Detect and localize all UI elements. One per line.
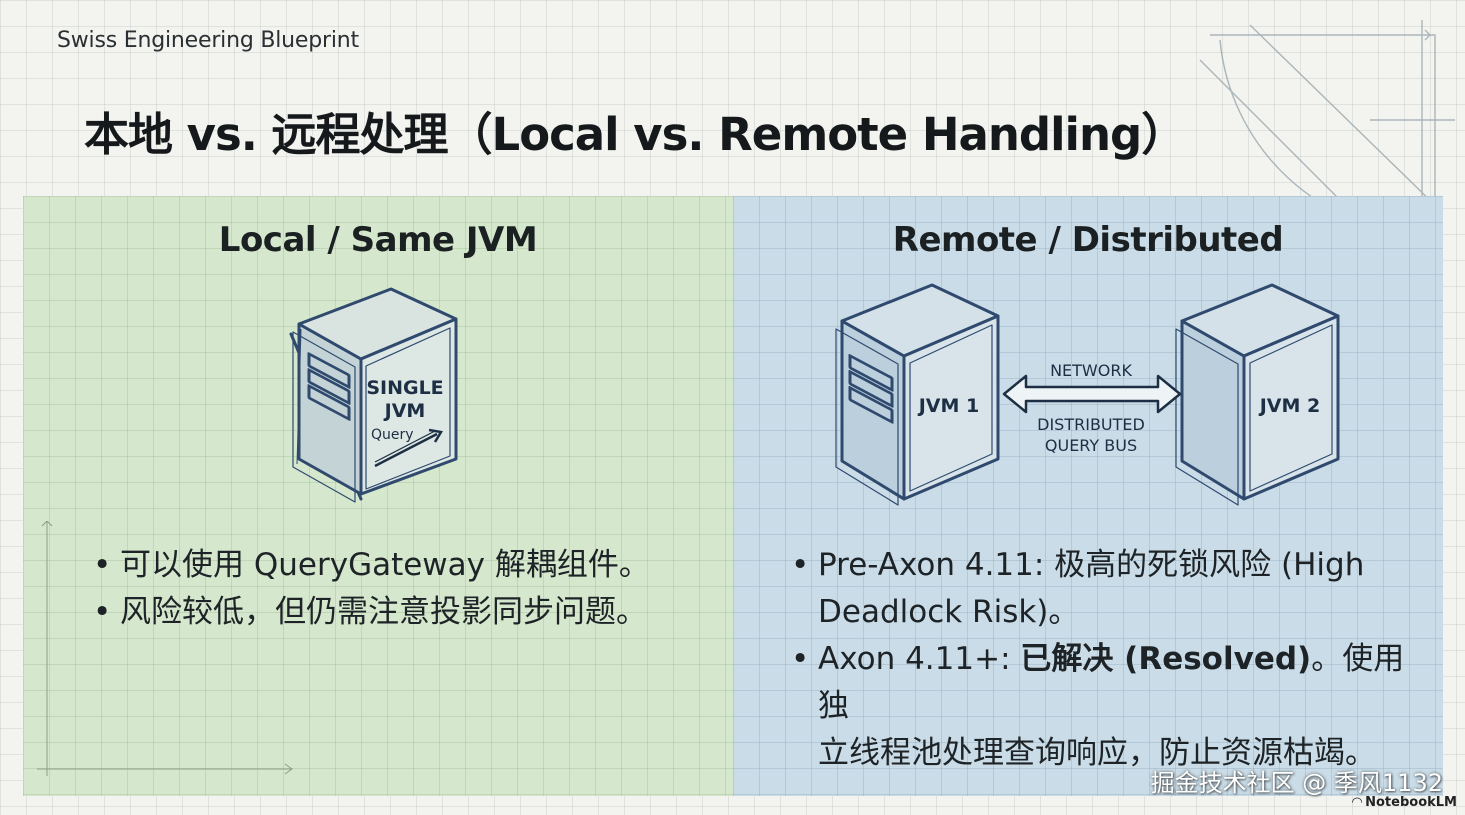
remote-bullet-list: Pre-Axon 4.11: 极高的死锁风险 (High Deadlock Ri… <box>791 542 1431 777</box>
resolved-emphasis: 已解决 (Resolved) <box>1020 641 1312 677</box>
network-label: NETWORK <box>1050 361 1132 380</box>
corner-mark <box>37 521 293 776</box>
notebooklm-icon: ◠ <box>1352 795 1363 810</box>
single-jvm-label-line1: SINGLE <box>366 377 443 399</box>
list-item: Axon 4.11+: 已解决 (Resolved)。使用独 立线程池处理查询响… <box>791 636 1431 777</box>
local-panel-heading: Local / Same JVM <box>218 220 538 260</box>
list-item: Pre-Axon 4.11: 极高的死锁风险 (High Deadlock Ri… <box>791 542 1431 636</box>
distributed-label: DISTRIBUTED <box>1037 415 1145 434</box>
notebooklm-badge: ◠ NotebookLM <box>1352 795 1457 810</box>
page-title: 本地 vs. 远程处理（Local vs. Remote Handling） <box>84 108 1186 161</box>
remote-bullet2-prefix: Axon 4.11+: <box>818 641 1021 677</box>
query-bus-label: QUERY BUS <box>1045 436 1137 455</box>
query-arrow-label: Query <box>371 427 414 443</box>
query-arrow-icon <box>374 428 444 468</box>
remote-panel-heading: Remote / Distributed <box>892 220 1284 260</box>
remote-bullet2-rest: 。使用独 <box>818 641 1405 724</box>
remote-bullet1-line1: Pre-Axon 4.11: 极高的死锁风险 (High <box>818 547 1365 583</box>
list-item: 可以使用 QueryGateway 解耦组件。 <box>93 542 650 589</box>
list-item: 风险较低，但仍需注意投影同步问题。 <box>93 589 650 636</box>
single-jvm-label-line2: JVM <box>383 400 426 422</box>
remote-bullet1-line2: Deadlock Risk)。 <box>818 594 1080 630</box>
distributed-servers-illustration: JVM 1 JVM 2 NETWORK DISTRIBUTED QUERY BU… <box>835 283 1340 506</box>
double-arrow-icon <box>1002 374 1182 414</box>
local-panel: Local / Same JVM SINGLE JVM Query 可以使用 Q… <box>23 196 733 796</box>
local-bullet-list: 可以使用 QueryGateway 解耦组件。 风险较低，但仍需注意投影同步问题… <box>93 542 650 636</box>
remote-bullet2-line2: 立线程池处理查询响应，防止资源枯竭。 <box>818 735 1376 771</box>
notebooklm-label: NotebookLM <box>1365 795 1457 810</box>
server2-label: JVM 2 <box>1258 395 1321 417</box>
watermark: 掘金技术社区 @ 季风1132 <box>1150 769 1443 797</box>
remote-panel: Remote / Distributed JVM 1 JVM 2 <box>733 196 1443 796</box>
server1-label: JVM 1 <box>917 395 980 417</box>
brand-label: Swiss Engineering Blueprint <box>57 28 359 53</box>
single-jvm-server-illustration: SINGLE JVM Query <box>289 287 458 503</box>
